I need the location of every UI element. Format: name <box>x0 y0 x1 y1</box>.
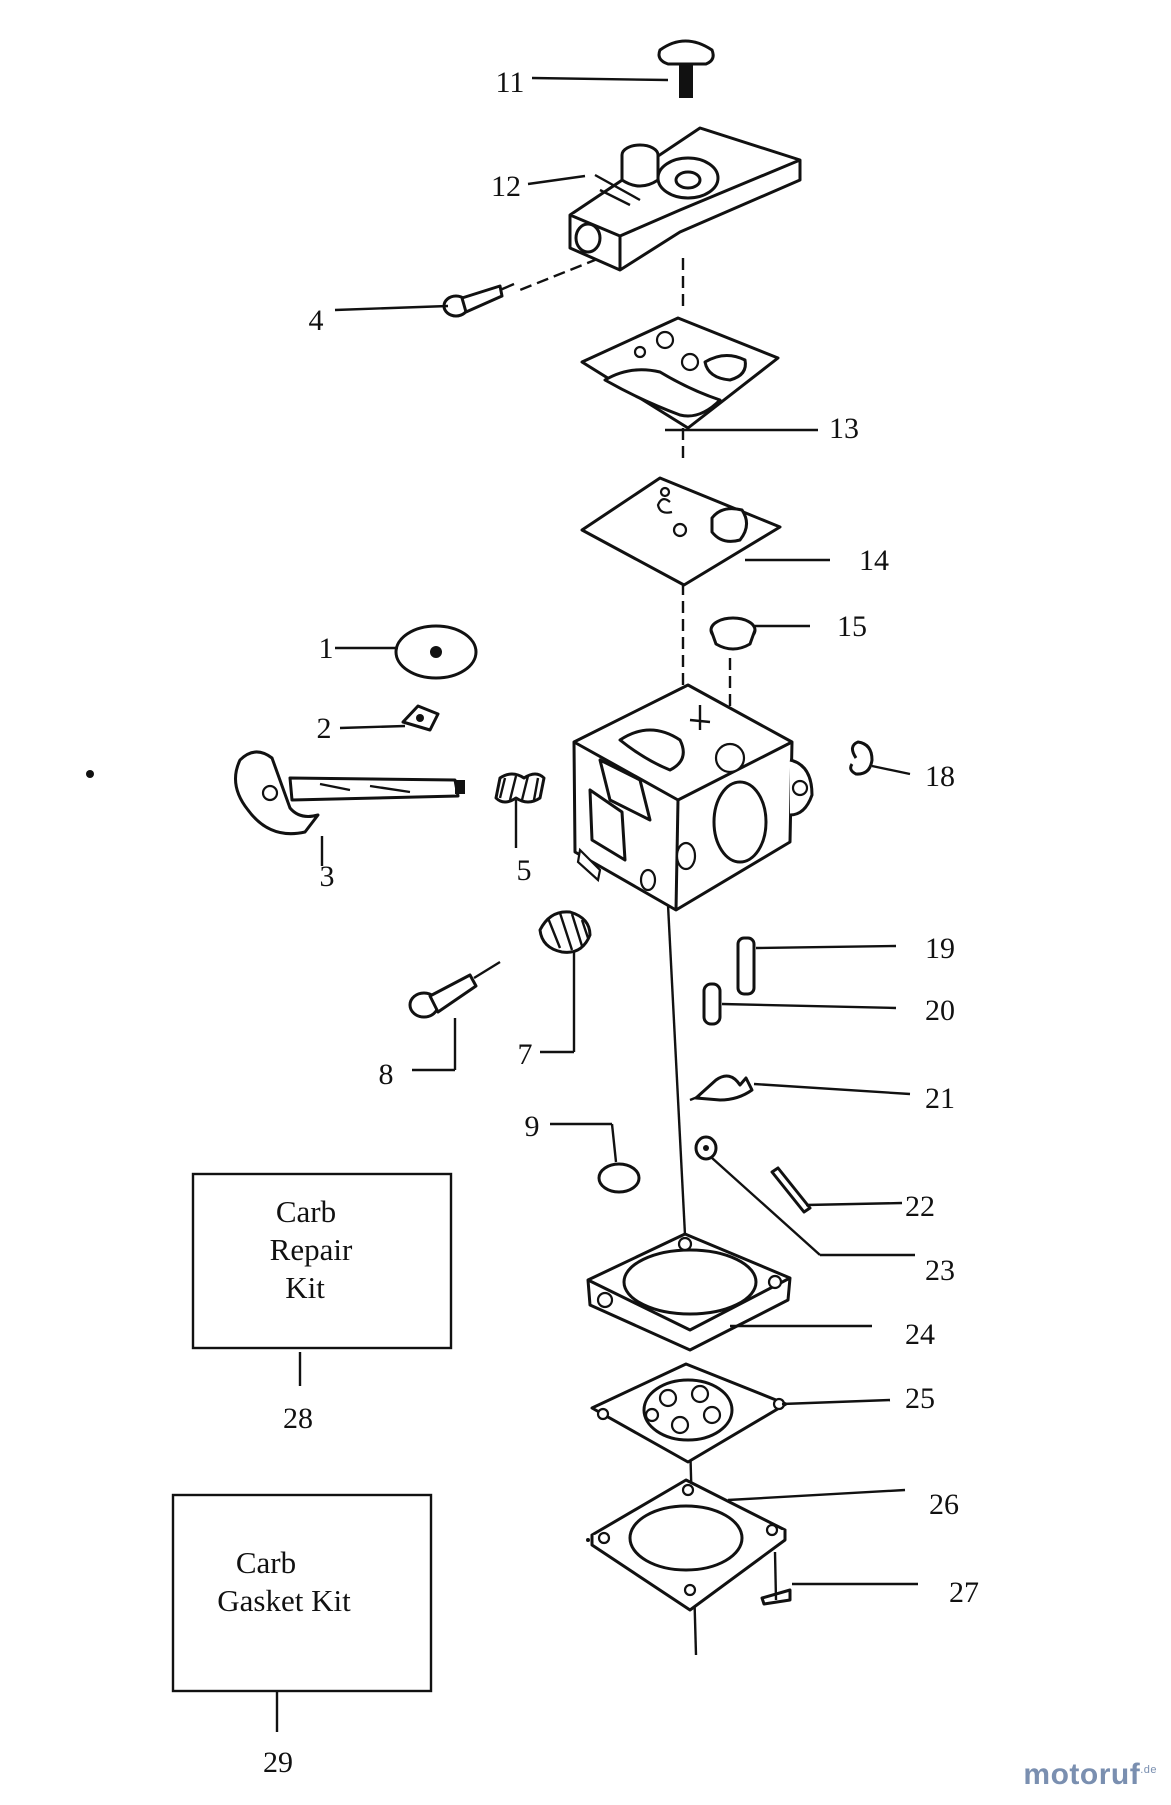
callout-9: 9 <box>525 1110 540 1143</box>
stray-dot <box>586 1538 590 1542</box>
callout-5: 5 <box>517 854 532 887</box>
callout-2: 2 <box>317 712 332 745</box>
part-14-gasket <box>580 476 782 587</box>
callout-22: 22 <box>905 1190 935 1223</box>
part-15-cup <box>709 616 757 651</box>
callout-4: 4 <box>309 304 324 337</box>
part-9-cap <box>597 1162 641 1194</box>
part-2-pin <box>401 704 440 732</box>
callout-24: 24 <box>905 1318 935 1351</box>
stray-dot <box>86 770 94 778</box>
part-27-screw <box>760 1551 792 1606</box>
callout-26: 26 <box>929 1488 959 1521</box>
part-12-cover <box>568 126 802 272</box>
callout-1: 1 <box>319 632 334 665</box>
part-13-metering-plate <box>580 316 780 430</box>
part-21-valve <box>689 1074 754 1102</box>
callout-25: 25 <box>905 1382 935 1415</box>
part-18-clip <box>849 740 874 776</box>
carburetor-body <box>572 683 814 912</box>
repair-kit-line-1: Carb <box>276 1194 336 1229</box>
axis-line <box>666 904 687 1236</box>
callout-20: 20 <box>925 994 955 1027</box>
gasket-kit-line-2: Gasket Kit <box>217 1583 351 1618</box>
part-1-disc <box>394 624 478 680</box>
leader-lines <box>275 76 918 1732</box>
part-26-cover-plate <box>590 1478 787 1612</box>
callout-21: 21 <box>925 1082 955 1115</box>
callout-3: 3 <box>320 860 335 893</box>
part-4-screw <box>442 282 515 318</box>
callout-27: 27 <box>949 1576 979 1609</box>
part-24-pump-body <box>586 1232 792 1352</box>
part-3-lever <box>234 750 465 836</box>
callout-14: 14 <box>859 544 889 577</box>
part-23-screw <box>694 1135 718 1161</box>
callout-12: 12 <box>491 170 521 203</box>
part-8-needle <box>408 960 501 1019</box>
gasket-kit-line-1: Carb <box>236 1545 296 1580</box>
callout-numbers: 11 12 4 13 14 15 1 2 18 3 5 19 20 7 8 21… <box>263 66 979 1779</box>
callout-23: 23 <box>925 1254 955 1287</box>
callout-13: 13 <box>829 412 859 445</box>
part-22-pin <box>770 1166 812 1214</box>
watermark-tld: .de <box>1140 1764 1157 1776</box>
callout-18: 18 <box>925 760 955 793</box>
callout-11: 11 <box>496 66 525 99</box>
part-11-screw <box>657 39 715 98</box>
carb-repair-kit-box: Carb Repair Kit <box>191 1172 453 1350</box>
repair-kit-line-3: Kit <box>285 1270 325 1305</box>
part-5-spring <box>494 772 546 804</box>
watermark: motoruf.de <box>1023 1758 1157 1792</box>
part-19-needle <box>736 936 756 996</box>
part-25-pump-diaphragm <box>590 1362 788 1464</box>
callout-29: 29 <box>263 1746 293 1779</box>
carb-gasket-kit-box: Carb Gasket Kit <box>171 1493 433 1693</box>
callout-28: 28 <box>283 1402 313 1435</box>
callout-8: 8 <box>379 1058 394 1091</box>
callout-19: 19 <box>925 932 955 965</box>
part-20-ring <box>702 982 722 1026</box>
repair-kit-line-2: Repair <box>270 1232 353 1267</box>
part-7-spring <box>538 910 592 954</box>
callout-15: 15 <box>837 610 867 643</box>
watermark-brand: motoruf <box>1023 1758 1141 1791</box>
callout-7: 7 <box>518 1038 533 1071</box>
